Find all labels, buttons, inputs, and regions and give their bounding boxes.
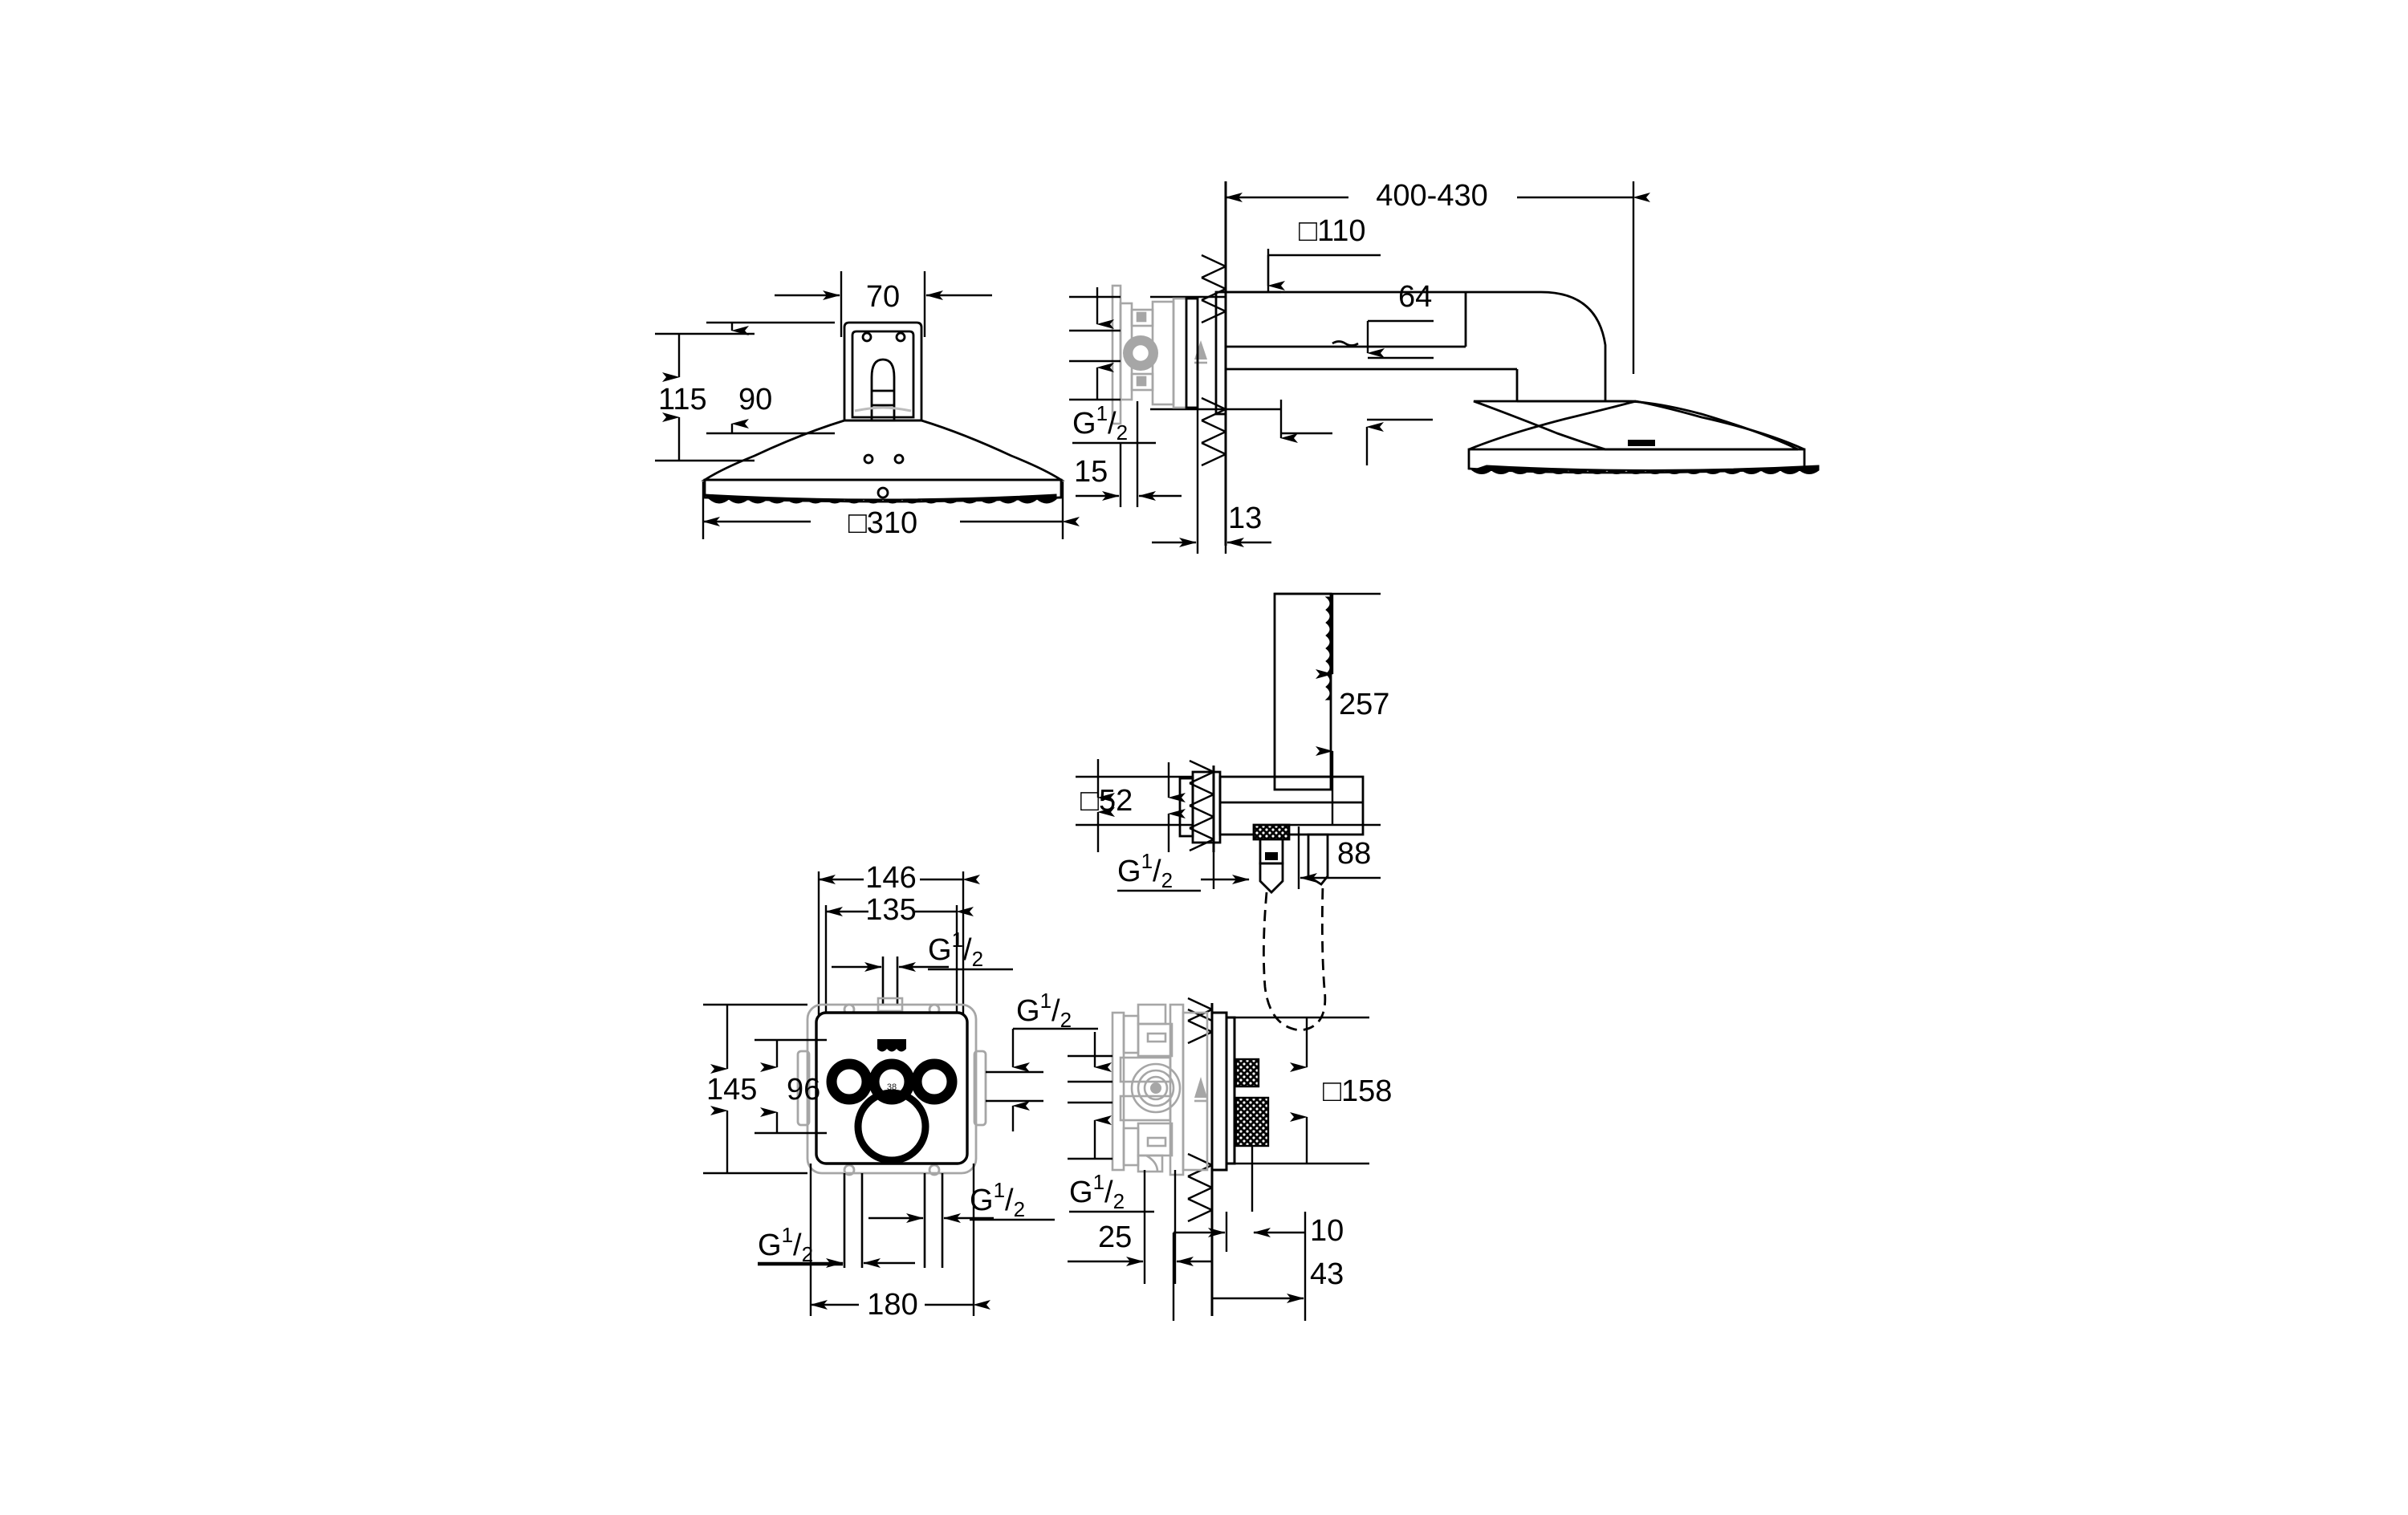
wall-hatching-lower bbox=[1150, 396, 1226, 467]
dim-400-430-label: 400-430 bbox=[1376, 179, 1487, 213]
hand-shower-holder-block bbox=[1178, 770, 1365, 1032]
dim-158-label: □158 bbox=[1323, 1074, 1392, 1108]
dim-64-label: 64 bbox=[1398, 280, 1432, 314]
bottom-outlet-pipes bbox=[843, 1173, 944, 1268]
dim-15-label: 15 bbox=[1074, 455, 1108, 489]
dim-90-label: 90 bbox=[738, 383, 772, 416]
dim-158 bbox=[1226, 1016, 1369, 1165]
dim-110-label: □110 bbox=[1299, 214, 1366, 248]
dim-180 bbox=[809, 1164, 990, 1316]
dim-145-label: 145 bbox=[706, 1073, 757, 1107]
dim-310-label: □310 bbox=[848, 506, 917, 540]
dim-43 bbox=[1172, 1212, 1307, 1321]
thread-label-right: G1/2 bbox=[1016, 989, 1072, 1032]
dim-15 bbox=[1076, 401, 1182, 507]
wall-hatching-thermo-bottom bbox=[1187, 1152, 1213, 1223]
dim-13 bbox=[1152, 409, 1271, 554]
view-hand-shower-holder: 257 □52 G1/2 88 bbox=[1076, 592, 1389, 1032]
head-shower-body-side bbox=[1467, 400, 1806, 474]
dim-110-ext bbox=[1226, 290, 1332, 443]
rough-in-body-side bbox=[1111, 284, 1207, 425]
dim-right-thread bbox=[986, 1027, 1098, 1131]
thermostat-trim-side bbox=[1210, 1011, 1236, 1172]
view-head-shower-side: 400-430 bbox=[1069, 179, 1820, 554]
head-leader bbox=[1365, 418, 1433, 465]
view-thermostat-side: G1/2 □158 10 25 bbox=[1068, 997, 1392, 1321]
side-buttons bbox=[1235, 1058, 1270, 1147]
dim-180-label: 180 bbox=[867, 1288, 917, 1322]
dim-96-label: 96 bbox=[787, 1073, 820, 1107]
wall-hatching-hand bbox=[1189, 759, 1214, 852]
thermostat-rough-body bbox=[796, 1003, 987, 1176]
thermo-side-height-arrows bbox=[1068, 1032, 1112, 1160]
dim-310 bbox=[702, 481, 1080, 539]
temperature-control-knob bbox=[854, 1089, 929, 1164]
escutcheon-plate bbox=[1185, 290, 1227, 416]
dim-257-label: 257 bbox=[1339, 688, 1389, 721]
thread-label-thermo-side: G1/2 bbox=[1069, 1170, 1125, 1213]
wall-hatching-thermo-top bbox=[1187, 997, 1213, 1045]
dim-257 bbox=[1275, 592, 1381, 827]
dim-88-label: 88 bbox=[1337, 837, 1371, 871]
thread-label-bottom-left: G1/2 bbox=[758, 1223, 813, 1266]
thermostat-trim-marks bbox=[877, 1039, 906, 1052]
dim-146-label: 146 bbox=[865, 861, 916, 895]
hand-shower-spray-edge bbox=[1324, 596, 1332, 701]
hand-shower-wand bbox=[1273, 592, 1332, 791]
dim-146 bbox=[817, 871, 980, 1029]
dim-10-label: 10 bbox=[1310, 1214, 1344, 1248]
head-shower-side-nozzle-band bbox=[1470, 465, 1820, 474]
temperature-marking: 38 bbox=[887, 1082, 897, 1092]
thread-label-bottom-right: G1/2 bbox=[970, 1178, 1025, 1221]
wall-hatching-upper bbox=[1150, 254, 1226, 324]
dim-13-label: 13 bbox=[1228, 502, 1262, 535]
dim-10-leader bbox=[1173, 1146, 1305, 1252]
view-thermostat-front: 146 135 G1/2 bbox=[703, 861, 1098, 1322]
thread-label-top: G1/2 bbox=[928, 928, 983, 971]
dim-70 bbox=[775, 271, 992, 337]
dim-25 bbox=[1068, 1170, 1212, 1284]
head-shower-nozzle-band bbox=[703, 493, 1057, 504]
dim-64-leader bbox=[1366, 319, 1434, 359]
dim-90 bbox=[706, 321, 835, 435]
dim-96 bbox=[755, 1038, 827, 1135]
dim-43-label: 43 bbox=[1310, 1257, 1344, 1291]
thread-label-head-side: G1/2 bbox=[1072, 401, 1128, 445]
dim-52-label: □52 bbox=[1080, 784, 1133, 818]
dim-145 bbox=[703, 1003, 807, 1175]
dim-25-label: 25 bbox=[1098, 1221, 1132, 1254]
thread-label-hand: G1/2 bbox=[1117, 849, 1173, 892]
dim-110-leader bbox=[1267, 249, 1381, 292]
dim-70-label: 70 bbox=[866, 280, 900, 314]
dim-52 bbox=[1076, 759, 1193, 852]
escutcheon-height-arrows bbox=[1069, 287, 1121, 401]
thermostat-buttons bbox=[826, 1058, 958, 1105]
dim-88 bbox=[1212, 825, 1381, 889]
view-head-shower-front: 70 115 90 bbox=[655, 271, 1080, 540]
dim-115-label: 115 bbox=[658, 383, 707, 416]
thermostat-rough-in-section bbox=[1111, 1003, 1209, 1176]
dim-135-label: 135 bbox=[865, 893, 916, 927]
top-inlet-pipe bbox=[877, 957, 904, 1013]
